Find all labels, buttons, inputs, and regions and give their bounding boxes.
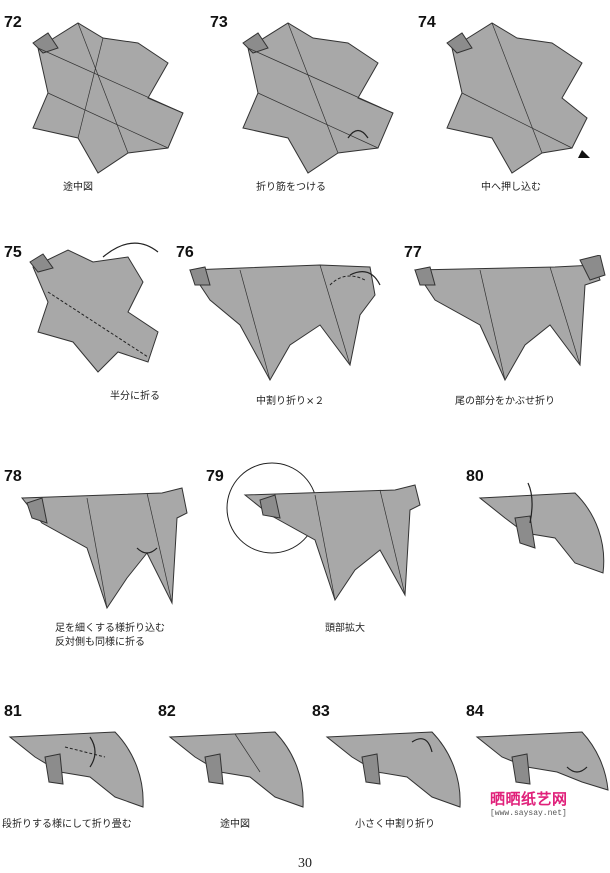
- step-number: 73: [210, 14, 228, 31]
- diagram-74: [446, 22, 590, 174]
- diagram-76: [189, 264, 381, 382]
- diagram-82: [168, 731, 304, 808]
- step-number: 80: [466, 468, 484, 485]
- diagram-83: [325, 731, 461, 808]
- step-number: 82: [158, 703, 176, 720]
- step-number: 83: [312, 703, 330, 720]
- step-caption: 中へ押し込む: [481, 182, 541, 193]
- step-caption-line2: 反対側も同様に折る: [55, 637, 145, 648]
- step-number: 84: [466, 703, 484, 720]
- diagram-79: [226, 462, 421, 602]
- diagram-75: [29, 242, 159, 373]
- step-caption: 途中図: [63, 182, 93, 193]
- watermark-title: 晒晒纸艺网: [490, 790, 568, 808]
- diagram-80: [478, 482, 605, 574]
- diagram-78: [20, 487, 188, 610]
- diagram-84: [475, 731, 609, 791]
- step-caption: 小さく中割り折り: [355, 819, 435, 830]
- diagram-81: [8, 731, 144, 808]
- step-number: 79: [206, 468, 224, 485]
- step-number: 75: [4, 244, 22, 261]
- step-caption: 中割り折り×２: [256, 396, 325, 407]
- step-caption: 段折りする様にして折り畳む: [2, 819, 132, 830]
- step-caption: 半分に折る: [110, 391, 160, 402]
- step-caption: 途中図: [220, 819, 250, 830]
- step-number: 81: [4, 703, 22, 720]
- step-number: 74: [418, 14, 436, 31]
- step-caption: 頭部拡大: [325, 623, 365, 634]
- diagram-72: [32, 22, 184, 174]
- step-number: 77: [404, 244, 422, 261]
- step-number: 76: [176, 244, 194, 261]
- step-caption: 尾の部分をかぶせ折り: [455, 396, 555, 407]
- page-number: 30: [298, 856, 312, 871]
- step-number: 72: [4, 14, 22, 31]
- diagram-73: [242, 22, 394, 174]
- step-number: 78: [4, 468, 22, 485]
- watermark: 晒晒纸艺网 [www.saysay.net]: [490, 788, 608, 818]
- step-caption-line1: 足を細くする様折り込む: [55, 623, 165, 634]
- watermark-url: [www.saysay.net]: [490, 809, 567, 818]
- step-caption: 折り筋をつける: [256, 182, 326, 193]
- diagram-77: [414, 255, 606, 382]
